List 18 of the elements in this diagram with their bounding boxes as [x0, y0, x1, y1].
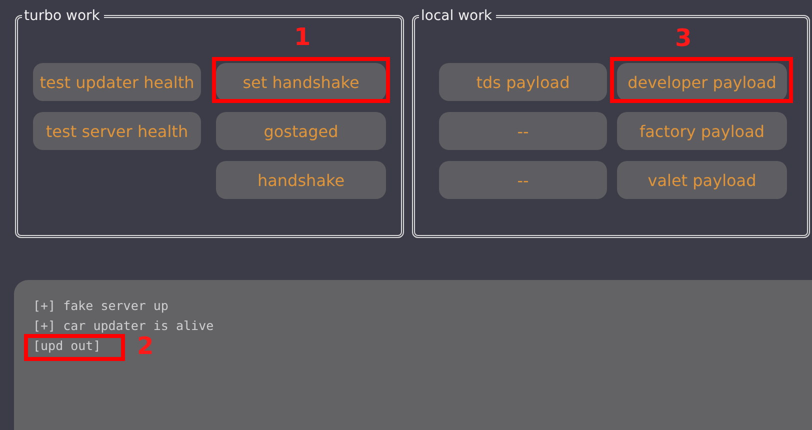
callout-number: 2: [137, 333, 154, 359]
callout-number: 3: [675, 25, 692, 51]
log-line: [+] fake server up: [33, 297, 168, 315]
console-panel: [14, 280, 812, 430]
action-button: set handshake: [216, 63, 386, 101]
action-button: gostaged: [216, 112, 386, 150]
log-line: [+] car updater is alive: [33, 317, 214, 335]
log-line: [upd out]: [33, 337, 101, 355]
action-button: handshake: [216, 161, 386, 199]
action-button: --: [439, 112, 607, 150]
action-button: developer payload: [617, 63, 787, 101]
action-button: valet payload: [617, 161, 787, 199]
action-button: test updater health: [33, 63, 201, 101]
action-button: test server health: [33, 112, 201, 150]
callout-number: 1: [294, 24, 311, 50]
action-button: factory payload: [617, 112, 787, 150]
action-button: --: [439, 161, 607, 199]
action-button: tds payload: [439, 63, 607, 101]
